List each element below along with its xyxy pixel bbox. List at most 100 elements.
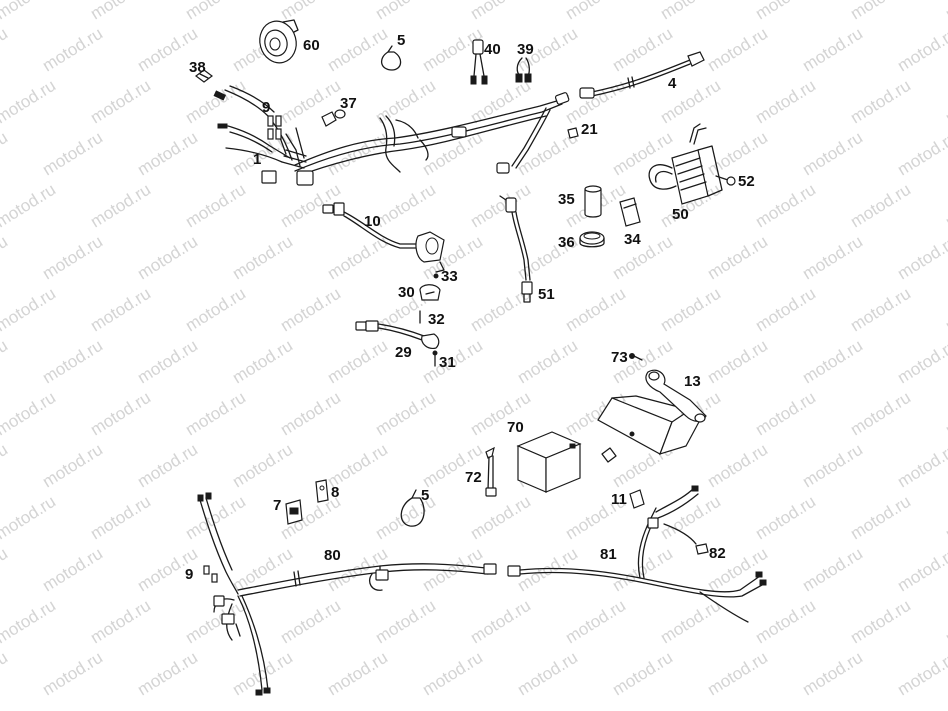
watermark-text: motod.ru: [847, 284, 914, 336]
watermark-text: motod.ru: [39, 336, 106, 388]
watermark-text: motod.ru: [799, 336, 866, 388]
callout-7: 7: [273, 497, 281, 514]
callout-52: 52: [738, 173, 755, 190]
watermark-text: motod.ru: [0, 76, 59, 128]
harness-part-81[interactable]: [507, 485, 767, 623]
callout-31: 31: [439, 354, 456, 371]
watermark-text: motod.ru: [182, 0, 249, 23]
callout-29: 29: [395, 344, 412, 361]
watermark-text: motod.ru: [657, 284, 724, 336]
terminals-part-9-top[interactable]: [267, 115, 282, 140]
watermark-text: motod.ru: [372, 0, 439, 23]
callout-30: 30: [398, 284, 415, 301]
watermark-text: motod.ru: [894, 440, 948, 492]
watermark-text: motod.ru: [0, 0, 59, 23]
kill-switch-part-29[interactable]: [355, 320, 440, 349]
watermark-text: motod.ru: [894, 232, 948, 284]
watermark-text: motod.ru: [562, 0, 629, 23]
watermark-text: motod.ru: [39, 544, 106, 596]
harness-part-80[interactable]: [197, 492, 497, 696]
watermark-text: motod.ru: [39, 128, 106, 180]
callout-13: 13: [684, 373, 701, 390]
cable-tie-part-5-top[interactable]: [381, 45, 402, 71]
watermark-text: motod.ru: [847, 76, 914, 128]
relay-part-35[interactable]: [584, 185, 602, 218]
watermark-text: motod.ru: [752, 284, 819, 336]
switch-part-10[interactable]: [322, 202, 445, 273]
capacitor-part-40[interactable]: [470, 39, 488, 85]
battery-bracket-part-13[interactable]: [597, 369, 707, 463]
sensor-cable-part-51[interactable]: [499, 195, 533, 303]
bolt-part-52[interactable]: [715, 175, 736, 186]
cable-part-4[interactable]: [579, 51, 705, 99]
ring-part-36[interactable]: [579, 231, 605, 248]
watermark-text: motod.ru: [372, 596, 439, 648]
watermark-text: motod.ru: [229, 440, 296, 492]
relay-part-7[interactable]: [285, 499, 303, 525]
callout-34: 34: [624, 231, 641, 248]
watermark-text: motod.ru: [0, 336, 11, 388]
callout-40: 40: [484, 41, 501, 58]
callout-35: 35: [558, 191, 575, 208]
watermark-text: motod.ru: [514, 648, 581, 700]
watermark-text: motod.ru: [39, 24, 106, 76]
screw-part-31[interactable]: [432, 350, 438, 367]
watermark-text: motod.ru: [942, 0, 948, 23]
watermark-text: motod.ru: [87, 76, 154, 128]
watermark-text: motod.ru: [87, 284, 154, 336]
clip-part-8[interactable]: [315, 479, 329, 503]
fuse-holder-part-34[interactable]: [619, 197, 641, 227]
watermark-text: motod.ru: [752, 76, 819, 128]
horn-part-60[interactable]: [255, 17, 301, 67]
watermark-text: motod.ru: [942, 284, 948, 336]
watermark-text: motod.ru: [87, 492, 154, 544]
screw-part-21[interactable]: [567, 127, 579, 139]
battery-part-70[interactable]: [516, 431, 582, 493]
regulator-part-50[interactable]: [648, 123, 723, 205]
watermark-text: motod.ru: [894, 336, 948, 388]
callout-37: 37: [340, 95, 357, 112]
watermark-text: motod.ru: [0, 440, 11, 492]
watermark-text: motod.ru: [0, 544, 11, 596]
callout-38: 38: [189, 59, 206, 76]
watermark-text: motod.ru: [704, 24, 771, 76]
watermark-text: motod.ru: [609, 24, 676, 76]
diode-part-39[interactable]: [515, 57, 532, 83]
callout-60: 60: [303, 37, 320, 54]
watermark-text: motod.ru: [182, 388, 249, 440]
callout-72: 72: [465, 469, 482, 486]
screw-part-73[interactable]: [629, 353, 643, 361]
strap-part-72[interactable]: [485, 446, 497, 497]
watermark-text: motod.ru: [134, 336, 201, 388]
screw-part-33[interactable]: [433, 273, 439, 279]
watermark-text: motod.ru: [182, 284, 249, 336]
watermark-text: motod.ru: [799, 24, 866, 76]
watermark-text: motod.ru: [134, 232, 201, 284]
cable-tie-part-5-bottom[interactable]: [400, 489, 425, 527]
watermark-text: motod.ru: [372, 388, 439, 440]
switch-cover-part-30[interactable]: [419, 284, 441, 301]
watermark-text: motod.ru: [847, 596, 914, 648]
watermark-text: motod.ru: [514, 336, 581, 388]
watermark-text: motod.ru: [277, 388, 344, 440]
watermark-text: motod.ru: [562, 596, 629, 648]
connector-part-37[interactable]: [321, 109, 346, 127]
connector-part-38[interactable]: [195, 69, 213, 83]
watermark-text: motod.ru: [752, 596, 819, 648]
watermark-text: motod.ru: [752, 388, 819, 440]
main-wiring-harness-part-1[interactable]: [213, 85, 570, 186]
watermark-text: motod.ru: [704, 648, 771, 700]
watermark-text: motod.ru: [942, 596, 948, 648]
callout-81: 81: [600, 546, 617, 563]
watermark-text: motod.ru: [324, 648, 391, 700]
connector-part-11[interactable]: [629, 489, 645, 509]
callout-80: 80: [324, 547, 341, 564]
callout-21: 21: [581, 121, 598, 138]
watermark-text: motod.ru: [799, 128, 866, 180]
watermark-text: motod.ru: [87, 596, 154, 648]
connector-part-82[interactable]: [695, 543, 709, 555]
watermark-text: motod.ru: [847, 180, 914, 232]
watermark-text: motod.ru: [752, 0, 819, 23]
terminals-part-9-bottom[interactable]: [203, 565, 218, 583]
